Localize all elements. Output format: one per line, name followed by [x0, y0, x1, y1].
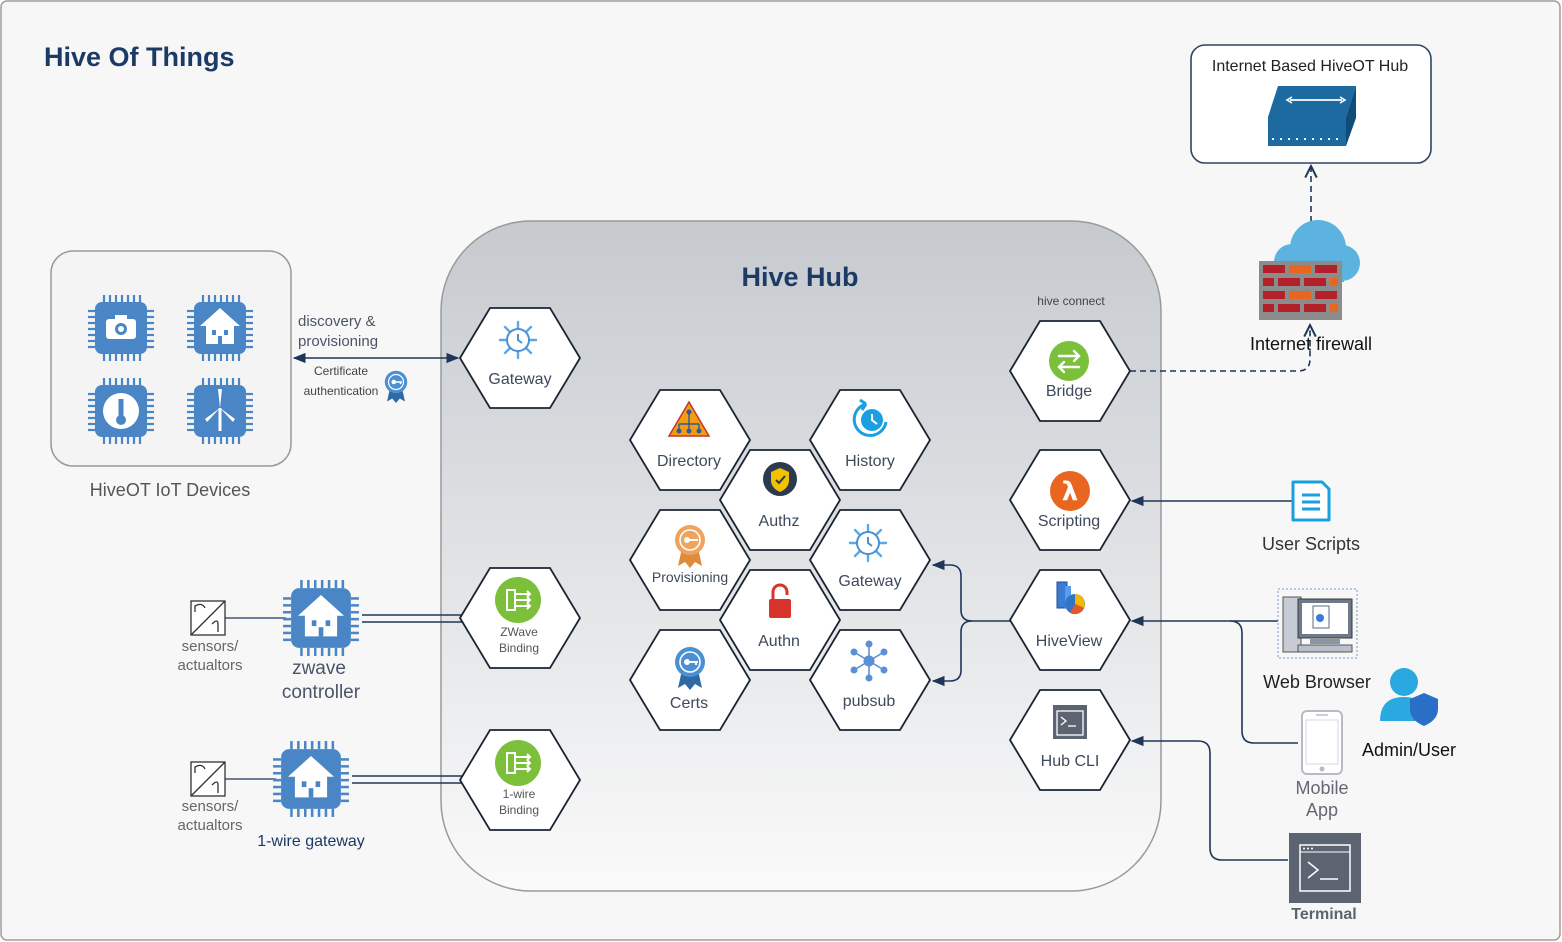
web-browser-computer-icon: [1277, 588, 1358, 659]
gateway-mid-label: Gateway: [838, 573, 902, 590]
hex-authn[interactable]: [718, 569, 842, 671]
firewall-label: Internet firewall: [1249, 334, 1373, 354]
hub-container: [440, 220, 1162, 892]
hiveview-gateway-link: [931, 559, 1010, 622]
terminal-label: Terminal: [1291, 906, 1357, 923]
authz-label: Authz: [758, 513, 800, 530]
snowflake-clock-icon: [498, 320, 538, 360]
certificate-badge-icon: [384, 370, 408, 404]
directory-tree-icon: [667, 400, 711, 437]
mobile-link: [1229, 620, 1298, 744]
history-clock-icon: [852, 398, 888, 437]
zwave-binding-label-2: Binding: [498, 641, 540, 655]
svg-text:λ: λ: [1062, 477, 1078, 507]
sensors1-label-1: sensors/: [181, 638, 239, 655]
onewire-gateway-label: 1-wire gateway: [257, 833, 365, 850]
hex-authz[interactable]: [718, 449, 842, 551]
history-label: History: [845, 453, 895, 470]
page-title: Hive Of Things: [44, 42, 235, 72]
pubsub-label: pubsub: [842, 693, 896, 710]
bridge-arrows-icon: [1049, 341, 1089, 381]
authn-label: Authn: [758, 633, 800, 650]
hex-history[interactable]: [808, 389, 932, 491]
zwave-binding-label-1: ZWave: [500, 625, 538, 639]
onewire-binding-label-1: 1-wire: [502, 787, 536, 801]
camera-chip-icon: [86, 293, 156, 363]
wind-turbine-chip-icon: [185, 376, 255, 446]
snowflake-clock-icon: [848, 523, 888, 563]
gateway-top-label: Gateway: [488, 371, 552, 388]
directory-label: Directory: [656, 453, 722, 470]
sensors1-label-2: actualtors: [177, 657, 243, 674]
onewire-binding-label-2: Binding: [498, 803, 540, 817]
certs-label: Certs: [669, 695, 709, 712]
mobile-app-label-1: Mobile: [1295, 778, 1349, 798]
discovery-label: discovery &: [298, 313, 376, 330]
hiveview-pubsub-link: [931, 620, 973, 687]
hub-title: Hive Hub: [741, 262, 859, 292]
zwave-controller-chip-icon: [281, 578, 361, 658]
mobile-app-label-2: App: [1305, 800, 1339, 820]
sensor-actuator-icon: [190, 600, 226, 636]
lambda-icon: λ: [1050, 471, 1090, 511]
hive-connect-label: hive connect: [1037, 294, 1105, 308]
scripting-label: Scripting: [1037, 513, 1101, 530]
terminal-window-icon: [1289, 833, 1361, 903]
sensors2-label-2: actualtors: [177, 817, 243, 834]
hex-directory[interactable]: [628, 389, 752, 491]
admin-user-icon: [1380, 668, 1438, 726]
house-chip-icon: [185, 293, 255, 363]
bridge-label: Bridge: [1045, 383, 1093, 400]
zwave-controller-label-2: controller: [281, 682, 361, 703]
hiveview-label: HiveView: [1035, 633, 1103, 650]
binding-icon: [494, 739, 542, 787]
zwave-controller-label-1: zwave: [292, 658, 346, 679]
thermometer-chip-icon: [86, 376, 156, 446]
devices-label: HiveOT IoT Devices: [89, 480, 251, 500]
provisioning-hex-label: Provisioning: [651, 569, 729, 585]
onewire-gateway-chip-icon: [271, 739, 351, 819]
provisioning-label: provisioning: [298, 333, 379, 350]
connectors: [222, 166, 1311, 861]
hiveview-icon: [1056, 581, 1085, 615]
sensors2-label-1: sensors/: [181, 798, 239, 815]
mobile-phone-icon: [1301, 710, 1343, 775]
hex-hiveview[interactable]: [1008, 569, 1132, 671]
sensor-actuator-icon: [190, 761, 226, 797]
hex-gateway-mid[interactable]: [808, 509, 932, 611]
internet-hub-label: Internet Based HiveOT Hub: [1211, 58, 1409, 75]
admin-user-label: Admin/User: [1361, 740, 1457, 760]
binding-icon: [494, 576, 542, 624]
terminal-link: [1130, 735, 1288, 861]
padlock-icon: [769, 583, 791, 618]
pubsub-network-icon: [850, 640, 888, 682]
network-switch-icon: [1268, 86, 1356, 146]
terminal-icon: [1053, 705, 1087, 739]
certificate-ribbon-icon: [674, 646, 706, 691]
cert-auth-label-2: authentication: [303, 384, 379, 398]
shield-check-icon: [763, 462, 797, 496]
certificate-ribbon-icon: [675, 525, 705, 568]
script-document-icon: [1291, 480, 1331, 522]
devices-container: [50, 250, 292, 467]
hubcli-label: Hub CLI: [1040, 753, 1100, 770]
hex-hubcli[interactable]: [1008, 689, 1132, 791]
user-scripts-label: User Scripts: [1261, 534, 1361, 554]
firewall-cloud-icon: [1259, 220, 1360, 320]
hex-gateway-top[interactable]: [458, 307, 582, 409]
cert-auth-label-1: Certificate: [313, 364, 369, 378]
web-browser-label: Web Browser: [1263, 672, 1371, 692]
